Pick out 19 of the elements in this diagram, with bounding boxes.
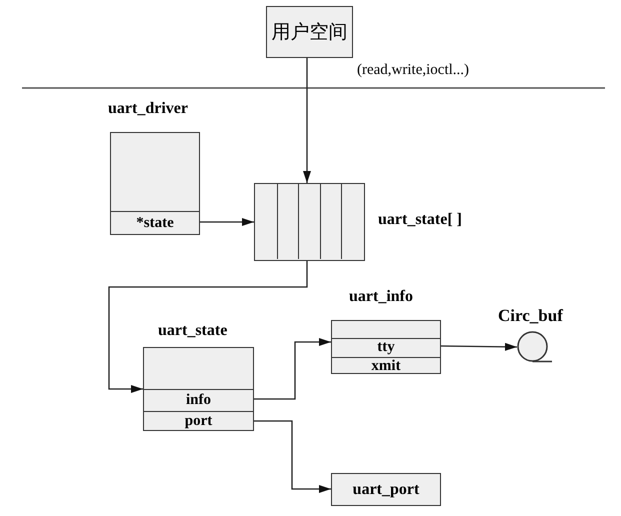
arrow	[254, 338, 331, 400]
box-label: uart_port	[352, 480, 420, 498]
arrow	[254, 420, 331, 493]
arrow	[303, 58, 311, 183]
field-row: tty	[332, 338, 440, 357]
arrow	[200, 218, 254, 226]
struct-name: uart_state	[158, 322, 228, 340]
struct-name: uart_info	[349, 288, 413, 306]
struct-name: uart_state[ ]	[378, 211, 462, 229]
arrow	[108, 261, 308, 393]
buffer-name: Circ_buf	[498, 306, 563, 326]
struct-name: uart_driver	[108, 100, 188, 118]
arrow	[441, 342, 517, 351]
edge-label: (read,write,ioctl...)	[357, 62, 470, 79]
struct-box	[331, 473, 441, 506]
field-row: xmit	[332, 357, 440, 373]
struct-box	[266, 6, 353, 58]
field-row: port	[144, 411, 253, 430]
box-label: 用户空间	[272, 21, 348, 45]
